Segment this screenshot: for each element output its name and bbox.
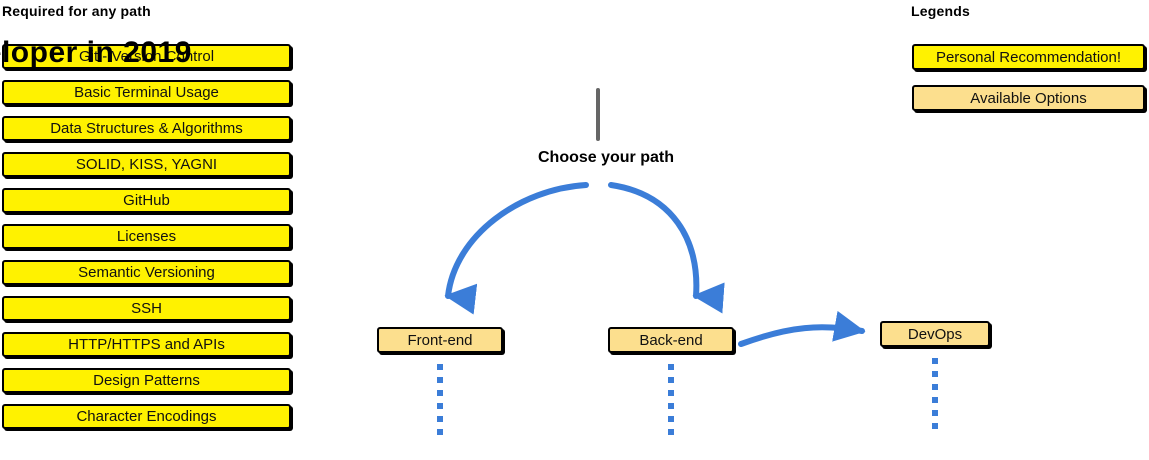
dot <box>668 416 674 422</box>
required-skills-list: Git - Version Control Basic Terminal Usa… <box>2 44 291 440</box>
legend-item-available-options: Available Options <box>912 85 1145 111</box>
required-skill-item[interactable]: GitHub <box>2 188 291 213</box>
required-skill-item[interactable]: Git - Version Control <box>2 44 291 69</box>
required-skill-item[interactable]: Basic Terminal Usage <box>2 80 291 105</box>
dot <box>437 377 443 383</box>
required-skill-label: Basic Terminal Usage <box>74 84 219 101</box>
path-label: DevOps <box>907 325 963 343</box>
dotted-trail-back-end <box>668 364 674 442</box>
required-skill-label: Data Structures & Algorithms <box>50 120 243 137</box>
dotted-trail-devops <box>932 358 938 436</box>
required-skill-item[interactable]: HTTP/HTTPS and APIs <box>2 332 291 357</box>
required-skill-label: GitHub <box>123 192 170 209</box>
legend-label: Available Options <box>970 89 1087 107</box>
dot <box>668 377 674 383</box>
dot <box>437 364 443 370</box>
path-label: Front-end <box>407 331 473 349</box>
dot <box>668 390 674 396</box>
required-skill-label: Licenses <box>116 228 177 245</box>
curved-arrow-down-left-icon <box>444 182 589 315</box>
choose-your-path-label: Choose your path <box>537 149 674 166</box>
required-for-any-path-heading: Required for any path <box>2 3 151 19</box>
dot <box>668 403 674 409</box>
required-skill-item[interactable]: SSH <box>2 296 291 321</box>
required-skill-item[interactable]: Design Patterns <box>2 368 291 393</box>
legend-label: Personal Recommendation! <box>935 48 1122 66</box>
dot <box>932 423 938 429</box>
path-box-back-end[interactable]: Back-end <box>608 327 734 353</box>
dot <box>437 390 443 396</box>
dot <box>437 403 443 409</box>
dot <box>668 364 674 370</box>
dot <box>932 384 938 390</box>
dot <box>668 429 674 435</box>
dot <box>932 371 938 377</box>
curved-arrow-down-right-icon <box>608 182 725 314</box>
dot <box>437 416 443 422</box>
path-box-devops[interactable]: DevOps <box>880 321 990 347</box>
curved-arrow-right-icon <box>738 310 866 347</box>
dot <box>932 358 938 364</box>
required-skill-item[interactable]: Character Encodings <box>2 404 291 429</box>
required-skill-label: Character Encodings <box>76 408 217 425</box>
required-skill-item[interactable]: Data Structures & Algorithms <box>2 116 291 141</box>
dotted-trail-front-end <box>437 364 443 442</box>
required-skill-item[interactable]: Semantic Versioning <box>2 260 291 285</box>
legend-item-personal-recommendation: Personal Recommendation! <box>912 44 1145 70</box>
dot <box>437 429 443 435</box>
dot <box>932 397 938 403</box>
legends-heading: Legends <box>911 3 970 19</box>
required-skill-item[interactable]: Licenses <box>2 224 291 249</box>
required-skill-label: Git - Version Control <box>78 48 215 65</box>
vertical-line-icon <box>596 88 600 141</box>
required-skill-label: SSH <box>131 300 162 317</box>
required-skill-item[interactable]: SOLID, KISS, YAGNI <box>2 152 291 177</box>
page-title: Web Developer in 2019 <box>0 36 192 69</box>
required-skill-label: HTTP/HTTPS and APIs <box>68 336 225 353</box>
required-skill-label: Design Patterns <box>93 372 200 389</box>
path-label: Back-end <box>639 331 703 349</box>
dot <box>932 410 938 416</box>
required-skill-label: SOLID, KISS, YAGNI <box>75 156 218 173</box>
required-skill-label: Semantic Versioning <box>78 264 215 281</box>
path-box-front-end[interactable]: Front-end <box>377 327 503 353</box>
